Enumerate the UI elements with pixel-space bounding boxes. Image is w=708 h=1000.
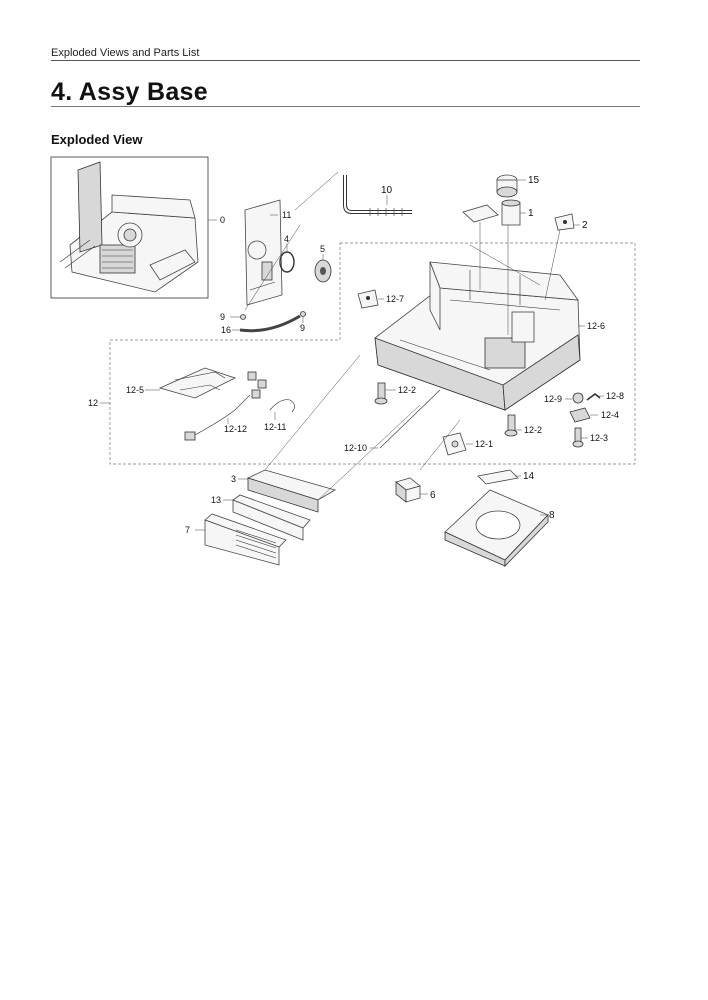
part-12-2b-foot (504, 414, 518, 437)
callout-12-12: 12-12 (224, 424, 247, 434)
title-divider (51, 106, 640, 107)
part-12-1-switch (442, 432, 467, 456)
callout-14: 14 (523, 471, 535, 482)
callout-3: 3 (231, 474, 236, 484)
header-divider (51, 60, 640, 61)
part-9a-clip (240, 314, 246, 320)
part-12-3-screw (572, 427, 584, 448)
part-12-2a-foot (374, 382, 388, 405)
section-header: Exploded Views and Parts List (51, 47, 200, 59)
part-12-4-clamp (569, 407, 591, 423)
callout-12-10: 12-10 (344, 443, 367, 453)
callout-5: 5 (320, 244, 325, 254)
part-3-frame (246, 469, 337, 513)
part-12-11-wire (269, 399, 295, 413)
callout-16: 16 (221, 325, 231, 335)
part-12-5-harness (158, 367, 237, 399)
callout-13: 13 (211, 495, 221, 505)
group-12-boundary (109, 242, 636, 465)
callout-6: 6 (430, 490, 436, 501)
part-6-box (395, 477, 421, 503)
part-5-impeller (314, 259, 332, 283)
callout-12-2a: 12-2 (398, 385, 416, 395)
part-12-8-spring (586, 393, 601, 401)
part-14-cover (477, 469, 519, 485)
part-12-10-rod (379, 389, 441, 449)
callout-11: 11 (282, 210, 291, 220)
callout-15: 15 (528, 175, 540, 186)
callout-2: 2 (582, 220, 588, 231)
part-8-bottom-plate (444, 489, 549, 567)
part-15-cap (496, 174, 518, 198)
part-12-12-wire (184, 394, 251, 441)
part-filter-pad (462, 204, 499, 223)
page-title: 4. Assy Base (51, 78, 208, 106)
callout-12-3: 12-3 (590, 433, 608, 443)
part-12-6-base-frame (374, 261, 581, 411)
part-10-hose (343, 175, 412, 216)
part-1-cylinder (501, 199, 521, 226)
part-16-hose (239, 314, 301, 333)
callout-4: 4 (284, 234, 289, 244)
part-13-filter (232, 494, 311, 541)
callout-12-5: 12-5 (126, 385, 144, 395)
part-9b-clip (300, 311, 306, 317)
assembled-base-inset (50, 156, 209, 299)
part-connector-cluster (247, 371, 267, 399)
callout-9b: 9 (300, 323, 305, 333)
callout-9a: 9 (220, 312, 225, 322)
callout-12-8: 12-8 (606, 391, 624, 401)
callout-12-4: 12-4 (601, 410, 619, 420)
part-11-panel (244, 199, 283, 306)
callout-1: 1 (528, 208, 534, 219)
callout-7: 7 (185, 525, 190, 535)
part-7-grille (204, 513, 287, 566)
part-4-ring (279, 251, 295, 273)
callout-10: 10 (381, 185, 393, 196)
callout-8: 8 (549, 510, 555, 521)
callout-0: 0 (220, 215, 225, 225)
callout-12-9: 12-9 (544, 394, 562, 404)
callout-12-1: 12-1 (475, 439, 493, 449)
part-2-bracket (554, 213, 575, 231)
part-12-7-bracket (357, 289, 379, 309)
callout-12-7: 12-7 (386, 294, 404, 304)
subsection-title: Exploded View (51, 132, 143, 147)
callout-12-11: 12-11 (264, 422, 286, 432)
part-12-9-nut (572, 392, 584, 404)
callout-12-2b: 12-2 (524, 425, 542, 435)
callout-12: 12 (88, 398, 98, 408)
callout-12-6: 12-6 (587, 321, 605, 331)
